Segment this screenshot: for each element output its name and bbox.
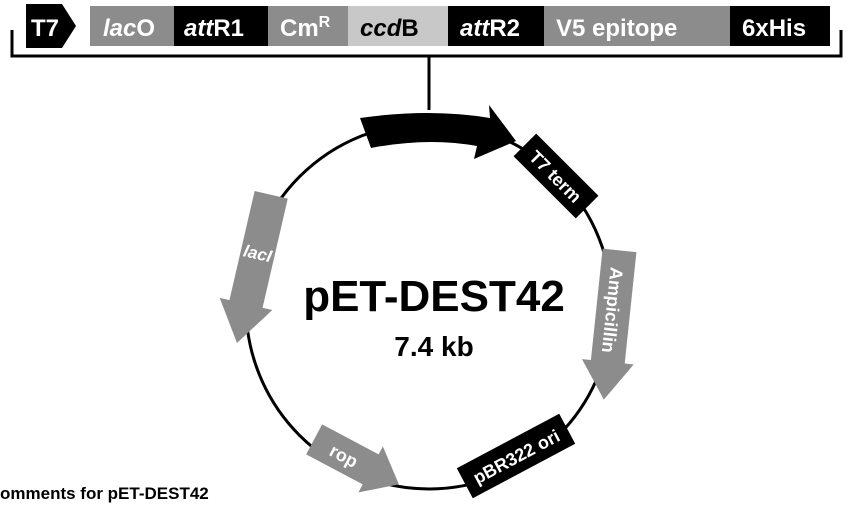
attr1-segment: [174, 6, 268, 46]
ampicillin-feature: Ampicillin: [581, 248, 637, 400]
attr1-italic: att: [184, 15, 214, 42]
ccdb-segment: [348, 6, 448, 46]
laco-label: lacO: [103, 15, 155, 42]
ampicillin-arrow: [581, 248, 637, 400]
cmr-text: Cm: [280, 15, 319, 42]
pbr322-feature: pBR322 ori: [456, 413, 576, 499]
t7-label: T7: [31, 15, 59, 42]
attr1-label: attR1: [184, 15, 244, 42]
bar-bracket: [10, 30, 843, 58]
t7-promoter-arrow: [26, 4, 76, 48]
cassette-arrow: [360, 105, 516, 159]
ccdb-italic: ccd: [360, 15, 403, 42]
v5-segment: [544, 6, 730, 46]
attr1-text: R1: [213, 15, 244, 42]
cmr-sup: R: [319, 14, 331, 31]
laco-segment: [90, 6, 174, 46]
rop-arrow: [306, 424, 399, 493]
ccdb-text: B: [401, 15, 418, 42]
plasmid-name: pET-DEST42: [303, 272, 565, 321]
comments-heading: omments for pET-DEST42: [0, 484, 209, 503]
cmr-segment: [268, 6, 348, 46]
attr2-text: R2: [489, 15, 520, 42]
v5-label: V5 epitope: [556, 15, 677, 42]
pbr322-box: [456, 413, 576, 499]
rop-feature: rop: [306, 424, 399, 493]
laci-feature: lacI: [219, 191, 288, 343]
plasmid-size: 7.4 kb: [394, 331, 473, 362]
laco-text: O: [136, 15, 155, 42]
laci-arrow: [219, 191, 288, 343]
laco-italic: lac: [103, 15, 136, 42]
attr2-label: attR2: [460, 15, 520, 42]
t7term-feature: T7 term: [513, 133, 599, 219]
ccdb-label: ccdB: [360, 15, 419, 42]
his-label: 6xHis: [742, 15, 806, 42]
attr2-italic: att: [460, 15, 490, 42]
cmr-label: CmR: [280, 14, 331, 42]
construct-bar: T7 lacO attR1 CmR ccdB attR2 V5 epitope …: [10, 4, 843, 110]
his-segment: [730, 6, 830, 46]
t7term-box: [513, 133, 599, 219]
attr2-segment: [448, 6, 544, 46]
